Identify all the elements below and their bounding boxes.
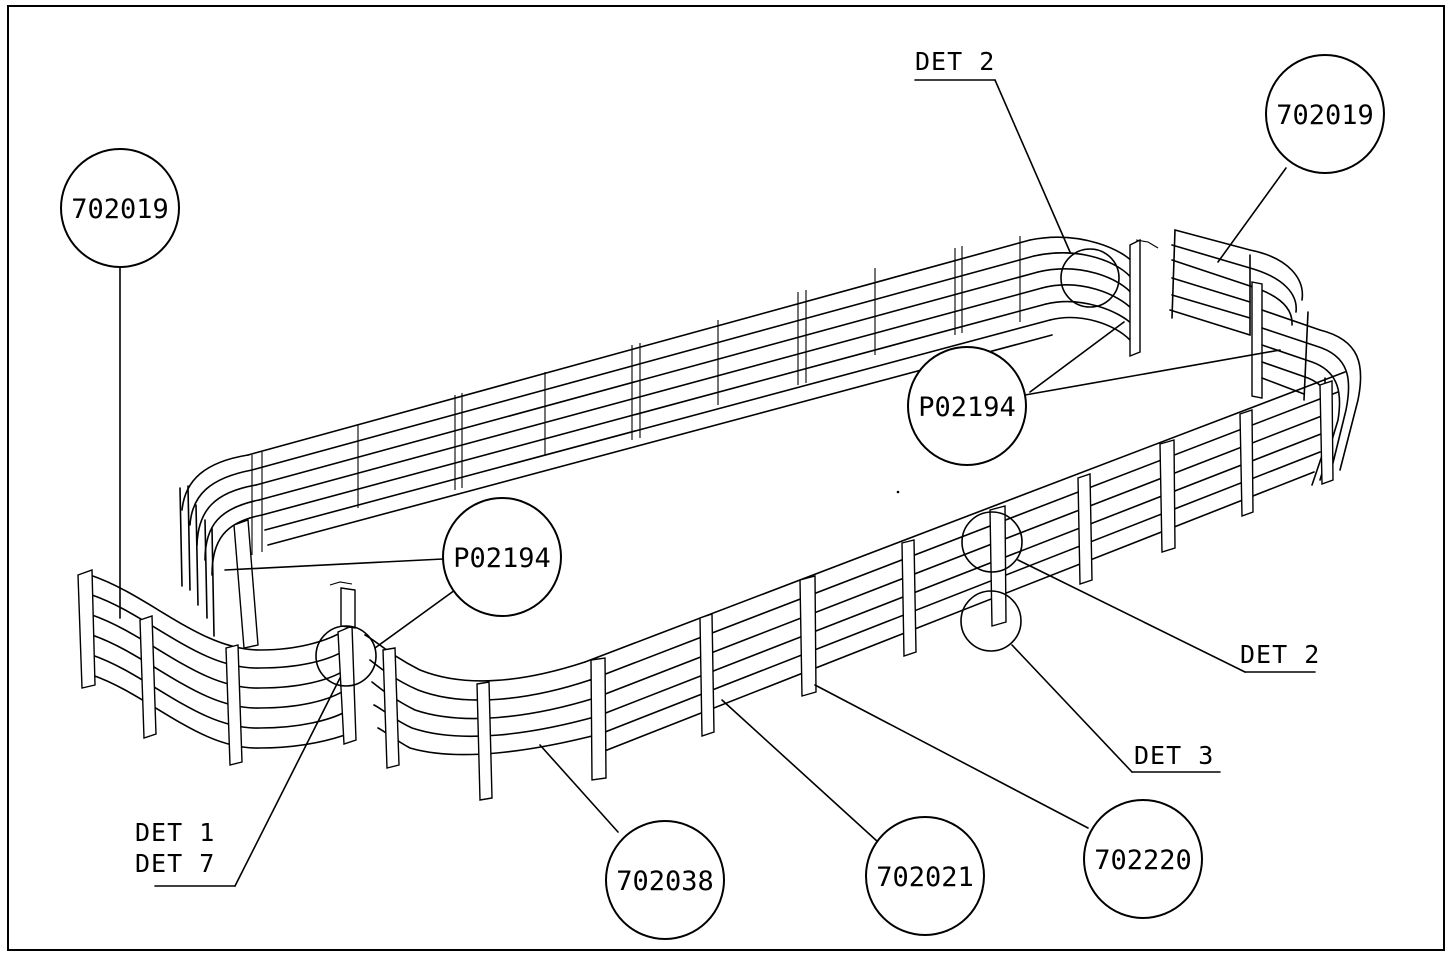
- balloon-702021: 702021: [865, 816, 985, 936]
- rink-far-boards: [179, 236, 1159, 637]
- detail-circle-det2-top: [1060, 248, 1120, 308]
- detail-label-det2-top: DET 2: [915, 47, 995, 76]
- detail-label-det3: DET 3: [1134, 741, 1214, 770]
- detail-label-det1: DET 1: [135, 818, 215, 847]
- balloon-702019-right: 702019: [1265, 54, 1385, 174]
- drawing-border: [7, 5, 1445, 951]
- detail-label-det7: DET 7: [135, 849, 215, 878]
- balloon-label: 702220: [1094, 845, 1192, 876]
- balloon-label: P02194: [453, 543, 551, 574]
- balloon-label: 702019: [71, 194, 169, 225]
- balloon-702220: 702220: [1083, 799, 1203, 919]
- detail-circle-det1: [315, 625, 377, 687]
- balloon-label: P02194: [918, 392, 1016, 423]
- balloon-702038: 702038: [605, 820, 725, 940]
- rink-near-boards: [77, 371, 1346, 801]
- balloon-p02194-right: P02194: [907, 346, 1027, 466]
- detail-circle-det3: [960, 590, 1022, 652]
- detail-circle-det2-front: [961, 511, 1023, 573]
- detail-markers: [315, 248, 1120, 687]
- balloon-label: 702019: [1276, 100, 1374, 131]
- balloon-p02194-left: P02194: [442, 497, 562, 617]
- leader-lines: [119, 79, 1316, 887]
- balloon-702019-left: 702019: [60, 148, 180, 268]
- balloon-label: 702021: [876, 862, 974, 893]
- balloon-label: 702038: [616, 866, 714, 897]
- detail-label-det2-front: DET 2: [1240, 640, 1320, 669]
- drawing-dot: [896, 490, 900, 494]
